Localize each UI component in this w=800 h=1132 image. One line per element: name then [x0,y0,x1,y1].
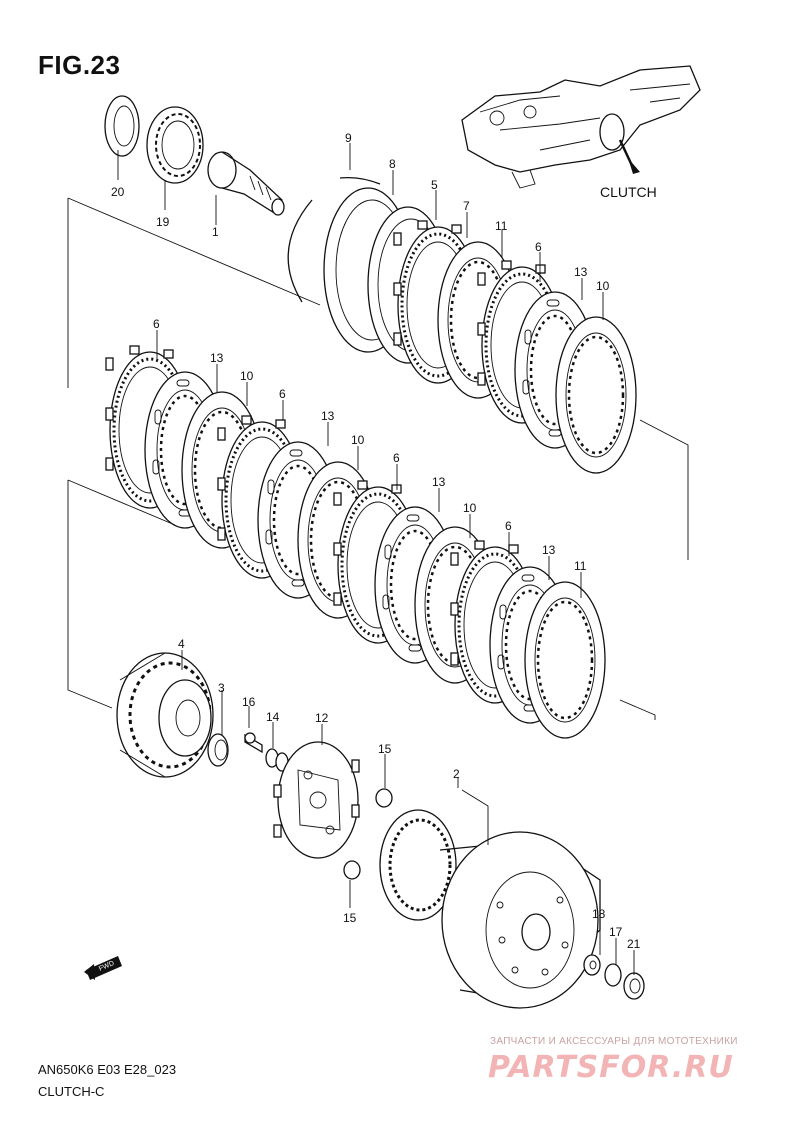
bolt-16 [244,732,263,754]
callout-12: 12 [315,711,329,725]
callout-19: 19 [156,215,170,229]
callout-2: 2 [453,767,460,781]
drive-plate-11-lower [523,580,607,740]
model-code: AN650K6 E03 E28_023 [38,1062,177,1077]
washer-3 [207,733,229,767]
callout-13-c: 13 [432,475,446,489]
pressure-plate-12 [273,741,360,859]
callout-18: 18 [592,907,606,921]
callout-13-b: 13 [321,409,335,423]
callout-4: 4 [178,637,185,651]
engine-inset-drawing [461,65,701,189]
callout-6-c: 6 [393,451,400,465]
callout-8: 8 [389,157,396,171]
callout-10-upper: 10 [596,279,610,293]
callout-3: 3 [218,681,225,695]
callout-10-c: 10 [463,501,477,515]
callout-13-d: 13 [542,543,556,557]
callout-11-upper: 11 [495,219,508,233]
washer-18 [583,954,601,976]
bearing-19 [146,106,204,184]
callout-17: 17 [609,925,623,939]
section-name: CLUTCH-C [38,1084,105,1099]
callout-7: 7 [463,199,470,213]
bearing-21 [623,972,645,1000]
callout-15-upper: 15 [378,742,392,756]
watermark-logo: PARTSFOR.RU [488,1050,734,1085]
driven-plate-10-upper [554,315,638,475]
callout-14: 14 [266,710,280,724]
forward-arrow-icon [84,956,122,980]
callout-21: 21 [627,937,641,951]
callout-6-a: 6 [153,317,160,331]
callout-16: 16 [242,695,256,709]
callout-6-d: 6 [505,519,512,533]
callout-6-upper: 6 [535,240,542,254]
clutch-sleeve-hub-4 [116,652,214,778]
spacer-17 [604,963,622,987]
bush-15-upper [375,788,393,808]
callout-11-lower: 11 [574,559,587,573]
watermark-tagline: ЗАПЧАСТИ И АКСЕССУАРЫ ДЛЯ МОТОТЕХНИКИ [490,1036,738,1047]
callout-5: 5 [431,178,438,192]
callout-15-lower: 15 [343,911,357,925]
figure-title: FIG.23 [38,50,121,80]
oil-seal-20 [104,95,140,157]
callout-20: 20 [111,185,125,199]
spring-14 [265,748,289,772]
callout-1: 1 [212,225,219,239]
callout-10-b: 10 [351,433,365,447]
callout-10-a: 10 [240,369,254,383]
callout-9: 9 [345,131,352,145]
callout-6-b: 6 [279,387,286,401]
wire-ring-9 [339,176,381,185]
inset-clutch-label: CLUTCH [600,184,657,200]
callout-13-upper: 13 [574,265,588,279]
bush-15-lower [343,860,361,880]
callout-13-a: 13 [210,351,224,365]
clutch-housing-2 [379,809,601,1009]
primary-shaft-1 [207,151,285,216]
